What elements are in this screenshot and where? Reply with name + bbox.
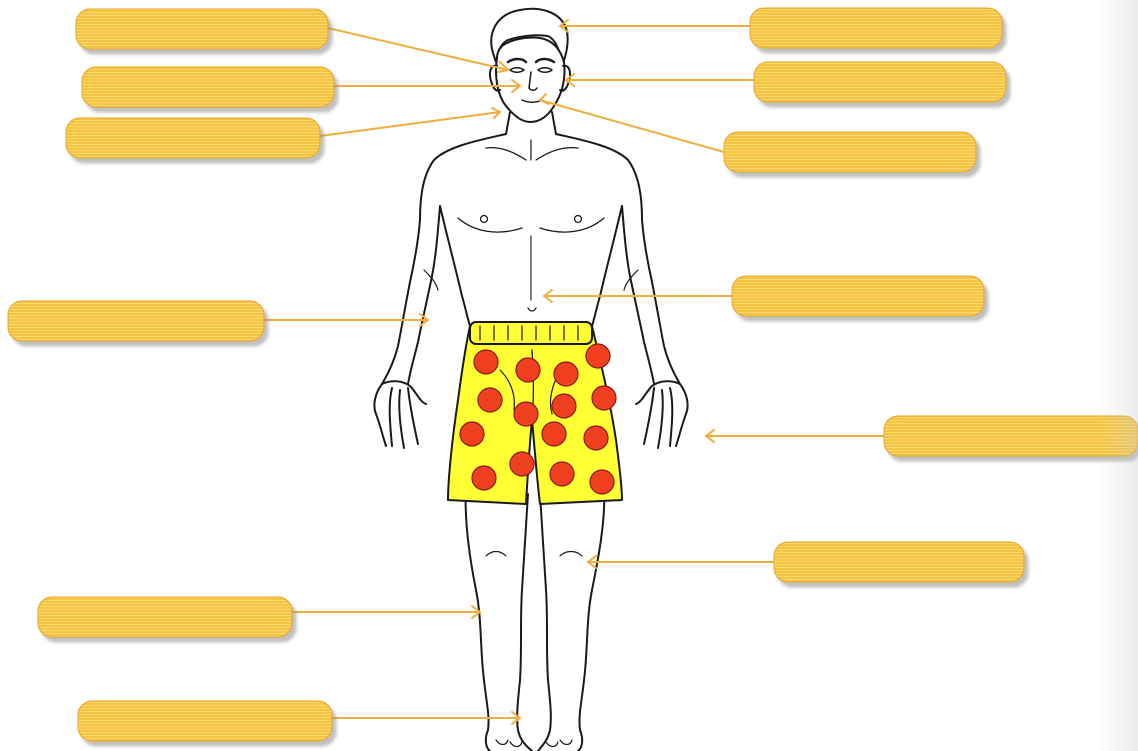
left-inner-arm <box>408 206 440 384</box>
left-pectoral <box>458 218 522 232</box>
label-box-3[interactable] <box>66 118 320 158</box>
polka-dot <box>586 344 610 368</box>
label-box-1[interactable] <box>76 9 328 49</box>
label-box-8[interactable] <box>754 62 1006 102</box>
right-leg-outer <box>578 486 604 751</box>
polka-dot <box>516 358 540 382</box>
left-toes <box>496 740 522 747</box>
polka-dot <box>460 422 484 446</box>
label-box-2[interactable] <box>82 67 334 107</box>
polka-dot <box>472 466 496 490</box>
polka-dot <box>474 350 498 374</box>
polka-dot <box>552 394 576 418</box>
label-box-7[interactable] <box>750 8 1002 48</box>
right-knee <box>560 552 582 557</box>
label-box-4[interactable] <box>8 301 264 341</box>
polka-dot <box>592 386 616 410</box>
polka-dot <box>584 426 608 450</box>
polka-dot <box>510 452 534 476</box>
right-hand <box>636 381 688 448</box>
label-box-12[interactable] <box>774 542 1024 582</box>
polka-dot <box>542 422 566 446</box>
human-figure <box>374 9 687 751</box>
left-hand <box>374 381 426 448</box>
polka-dot <box>590 470 614 494</box>
collarbones <box>486 148 578 160</box>
shorts-waistband <box>470 322 592 344</box>
right-leg-inner <box>538 494 551 751</box>
polka-dot <box>550 462 574 486</box>
left-nipple <box>481 216 488 223</box>
left-knee <box>486 552 506 557</box>
right-toes <box>546 740 572 747</box>
left-leg-outer <box>466 486 490 751</box>
polka-dot <box>478 388 502 412</box>
polka-dot <box>514 402 538 426</box>
label-box-5[interactable] <box>38 597 292 637</box>
pointer-line <box>540 100 724 152</box>
pointer-line <box>320 112 500 136</box>
right-pectoral <box>540 218 604 232</box>
label-box-9[interactable] <box>724 132 976 172</box>
navel <box>528 308 536 311</box>
label-box-11[interactable] <box>884 416 1138 456</box>
left-leg-inner <box>517 494 532 751</box>
label-box-6[interactable] <box>78 701 332 741</box>
pointer-line <box>328 28 508 70</box>
polka-dot <box>554 362 578 386</box>
label-box-10[interactable] <box>732 276 984 316</box>
right-nipple <box>575 216 582 223</box>
